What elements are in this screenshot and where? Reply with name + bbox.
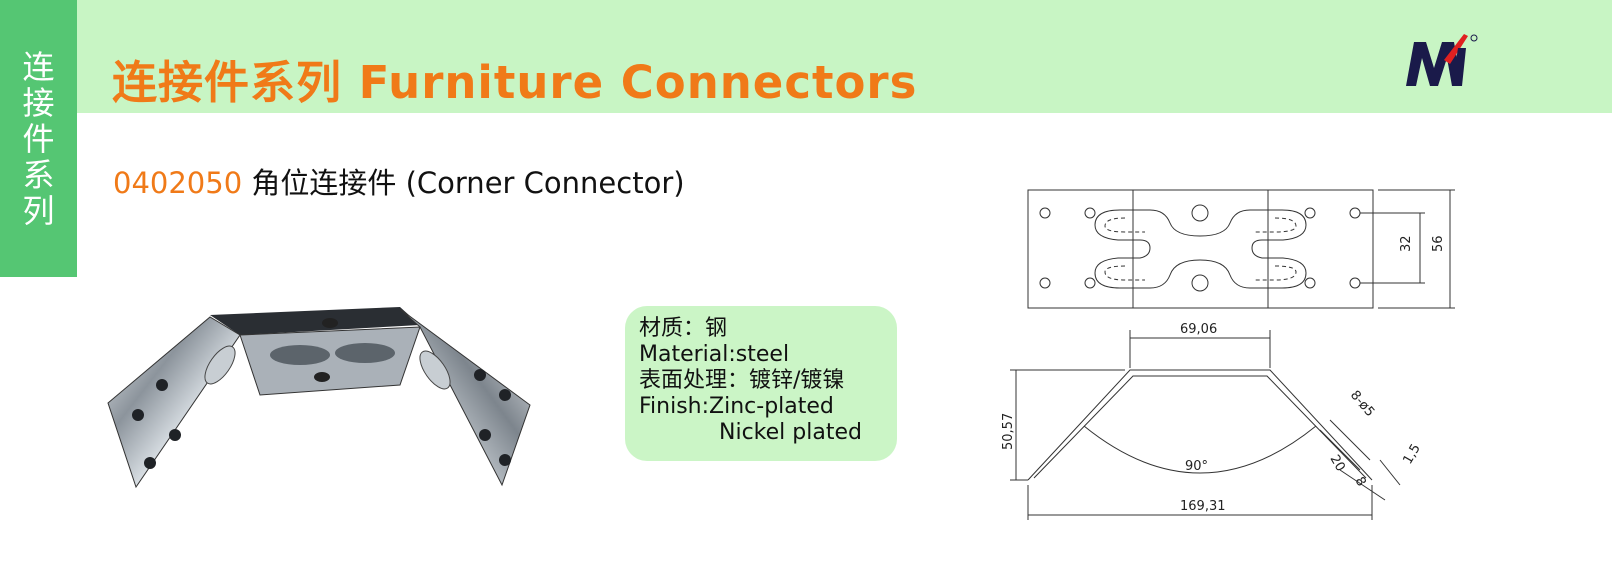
dim-20: 20 xyxy=(1327,453,1348,475)
page-title: 连接件系列 Furniture Connectors xyxy=(112,56,918,109)
side-tab: 连接件系列 xyxy=(0,0,77,277)
header-band xyxy=(0,0,1612,113)
finish-cn: 表面处理：镀锌/镀镍 xyxy=(639,368,845,393)
dim-1-5: 1,5 xyxy=(1400,442,1423,467)
side-tab-label: 连接件系列 xyxy=(22,47,55,230)
material-cn: 材质：钢 xyxy=(639,316,728,341)
product-photo xyxy=(107,307,531,489)
dim-69-06: 69,06 xyxy=(1180,322,1217,337)
dim-50-57: 50,57 xyxy=(1001,413,1016,450)
finish-en-2: Nickel plated xyxy=(719,420,862,445)
finish-en: Finish:Zinc-plated xyxy=(639,394,834,419)
dim-32: 32 xyxy=(1399,235,1414,252)
product-heading: 0402050 角位连接件 (Corner Connector) xyxy=(113,160,685,202)
dim-56: 56 xyxy=(1431,235,1446,252)
dim-8-holes: 8-ø5 xyxy=(1347,388,1377,420)
product-name: 角位连接件 (Corner Connector) xyxy=(242,166,685,200)
technical-drawing: 32 56 69,06 50,57 8-ø5 1,5 20 8 90° 169,… xyxy=(1001,189,1455,520)
dim-169-31: 169,31 xyxy=(1180,499,1226,514)
product-code: 0402050 xyxy=(113,166,243,200)
dim-90: 90° xyxy=(1185,459,1208,474)
brand-logo-icon xyxy=(1406,34,1478,86)
material-en: Material:steel xyxy=(639,342,790,367)
spec-box: 材质：钢 Material:steel 表面处理：镀锌/镀镍 Finish:Zi… xyxy=(625,306,897,461)
